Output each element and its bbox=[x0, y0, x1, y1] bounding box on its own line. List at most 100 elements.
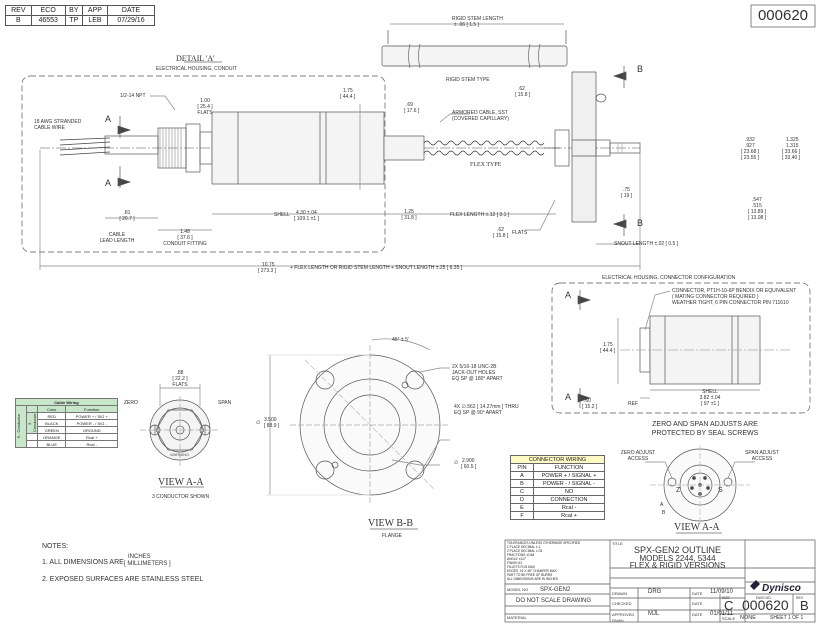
by-value: TP bbox=[64, 15, 83, 26]
zero-span-note-1: ZERO AND SPAN ADJUSTS ARE bbox=[652, 421, 758, 428]
brand-name: Dynisco bbox=[762, 583, 801, 594]
pin-function: POWER - / SIGNAL - bbox=[533, 479, 605, 488]
three-conductor-label: 3 - Conductor bbox=[27, 413, 37, 433]
housing-dia-2: [ 44.4 ] bbox=[340, 94, 356, 100]
wire-function: GROUND bbox=[65, 426, 118, 434]
pin-s: S bbox=[718, 487, 723, 494]
right-dim-12: [ 13.08 ] bbox=[748, 215, 767, 221]
right-dim-5: 1.325 bbox=[786, 137, 799, 143]
flats-dim-3: FLATS bbox=[197, 110, 213, 116]
cable-len-2: [ 20.7 ] bbox=[119, 216, 135, 222]
section-a-top: A bbox=[105, 114, 112, 124]
wire-color: RED bbox=[36, 412, 67, 420]
tolerance-line: TOLERANCES UNLESS OTHERWISE SPECIFIED bbox=[507, 541, 581, 545]
flex-length: FLEX LENGTH ±.12 [ 3.1 ] bbox=[450, 212, 510, 218]
dim-75-2: [ 19 ] bbox=[621, 193, 633, 199]
view-aa-right-title: VIEW A-A bbox=[674, 522, 720, 533]
conn-section-a-bottom: A bbox=[565, 392, 572, 402]
outer-dia-symbol: ∅ bbox=[256, 420, 261, 426]
conn-shell-dim-1: 3.82 ±.04 bbox=[699, 395, 721, 401]
approved-label: APPROVED bbox=[612, 612, 635, 617]
dia-69-2: [ 17.6 ] bbox=[404, 108, 420, 114]
rigid-stem-tol: ± .06 [ 1.5 ] bbox=[454, 22, 479, 28]
conn-shell-label: SHELL bbox=[702, 389, 718, 395]
dim-125-1: 1.25 bbox=[404, 209, 414, 215]
size-value: C bbox=[724, 598, 734, 613]
wire-function: POWER - / SIG - bbox=[65, 419, 118, 427]
dwg-number: 000620 bbox=[742, 597, 789, 613]
view-bb-title: VIEW B-B bbox=[368, 518, 414, 529]
zero-adjust-1: ZERO ADJUST bbox=[620, 450, 656, 456]
dim-62b-3: FLATS bbox=[512, 230, 528, 236]
title-label: TITLE bbox=[612, 541, 623, 546]
dynisco-logo-icon bbox=[750, 580, 760, 590]
finish-label: FINISH bbox=[612, 619, 624, 623]
flats-88-2: [ 22.2 ] bbox=[172, 376, 188, 382]
conduit-len-2: [ 37.6 ] bbox=[177, 235, 193, 241]
connector-note-2: ( MATING CONNECTOR REQUIRED ) bbox=[672, 294, 759, 300]
snout-length: SNOUT LENGTH ±.02 [ 0.5 ] bbox=[614, 241, 679, 247]
warning-label: WARNING bbox=[170, 452, 190, 457]
jackout-holes-1: 2X 5/16-18 UNC-2B bbox=[452, 364, 497, 370]
wire-function: POWER + / SIG + bbox=[65, 412, 118, 420]
zero-span-note-2: PROTECTED BY SEAL SCREWS bbox=[651, 430, 759, 437]
drawn-date: 11/09/10 bbox=[710, 589, 733, 595]
eco-value: 46553 bbox=[30, 15, 66, 26]
color-header: Color bbox=[36, 405, 67, 413]
cable-label-1: CABLE bbox=[108, 232, 126, 238]
by-header: BY bbox=[64, 5, 83, 16]
zero-adjust-2: ACCESS bbox=[627, 456, 649, 462]
span-label: SPAN bbox=[218, 400, 232, 406]
conn-ref-3: REF bbox=[628, 401, 638, 407]
conn-ref-2: [ 15.2 ] bbox=[582, 404, 598, 410]
thru-holes-2: EQ SP @ 90° APART bbox=[454, 410, 502, 416]
right-dim-6: 1.315 bbox=[786, 143, 799, 149]
conn-dia-1: 1.75 bbox=[603, 342, 613, 348]
dia-62a-1: .62 bbox=[518, 86, 525, 92]
rev-label: REV bbox=[796, 596, 804, 600]
pin-id: A bbox=[510, 471, 534, 480]
tolerance-line: FRACTIONS ±1/64 bbox=[507, 553, 535, 557]
wire-color: BLACK bbox=[36, 419, 67, 427]
connector-config-boundary bbox=[551, 282, 811, 414]
pin-function: CONNECTION bbox=[533, 495, 605, 504]
dim-75-1: .75 bbox=[623, 187, 630, 193]
pin-id: D bbox=[510, 495, 534, 504]
approved-date: 01/01/11 bbox=[710, 611, 733, 617]
tolerance-line: PART TO BE FREE OF BURRS bbox=[507, 573, 553, 577]
title-line-2: MODELS 2244, 5344 bbox=[639, 554, 716, 563]
app-value: LEB bbox=[81, 15, 108, 26]
tolerance-line: 1 PLACE DECIMAL ±.1 bbox=[507, 545, 541, 549]
dim-125-2: [ 31.8 ] bbox=[401, 215, 417, 221]
note-1-unit-2: [ MILLIMETERS ] bbox=[124, 561, 171, 567]
model-no: SPX-GEN2 bbox=[540, 587, 571, 593]
wire-color: GREEN bbox=[36, 426, 67, 434]
tolerance-line: 2 PLACE DECIMAL ±.03 bbox=[507, 549, 543, 553]
wire-color: BLUE bbox=[36, 440, 67, 448]
tolerance-line: EDGES .01 X 45° CHAMFER MAX bbox=[507, 569, 557, 573]
conduit-len-1: 1.48 bbox=[180, 229, 190, 235]
date-value: 07/29/16 bbox=[106, 15, 156, 26]
rev-header: REV bbox=[5, 5, 32, 16]
housing-dia-1: 1.75 bbox=[343, 88, 353, 94]
zero-label: ZERO bbox=[124, 400, 138, 406]
material-label: MATERIAL bbox=[507, 615, 527, 620]
tolerance-line: FILLETS R.03 MAX bbox=[507, 565, 535, 569]
drawn-label: DRAWN bbox=[612, 591, 627, 596]
conn-shell-dim-2: [ 97 ±1 ] bbox=[700, 401, 720, 407]
flex-type: FLEX TYPE bbox=[470, 162, 502, 168]
eco-header: ECO bbox=[30, 5, 66, 16]
pin-id: F bbox=[510, 511, 534, 520]
section-b-bottom: B bbox=[637, 218, 644, 228]
view-aa-left-title: VIEW A-A bbox=[158, 477, 204, 488]
title-line-3: FLEX & RIGID VERSIONS bbox=[629, 561, 726, 570]
doc-number-box bbox=[750, 4, 816, 28]
rigid-stem-length: RIGID STEM LENGTH bbox=[452, 16, 503, 22]
connector-config-title: ELECTRICAL HOUSING, CONNECTOR CONFIGURAT… bbox=[602, 275, 736, 281]
wire-label-2: CABLE WIRE bbox=[34, 125, 65, 131]
flats-dim-1: 1.00 bbox=[200, 98, 210, 104]
pin-function: Rcal + bbox=[533, 511, 605, 520]
pin-z: Z bbox=[676, 487, 681, 494]
conn-ref-1: .60 bbox=[584, 398, 591, 404]
date-header: DATE bbox=[106, 5, 156, 16]
